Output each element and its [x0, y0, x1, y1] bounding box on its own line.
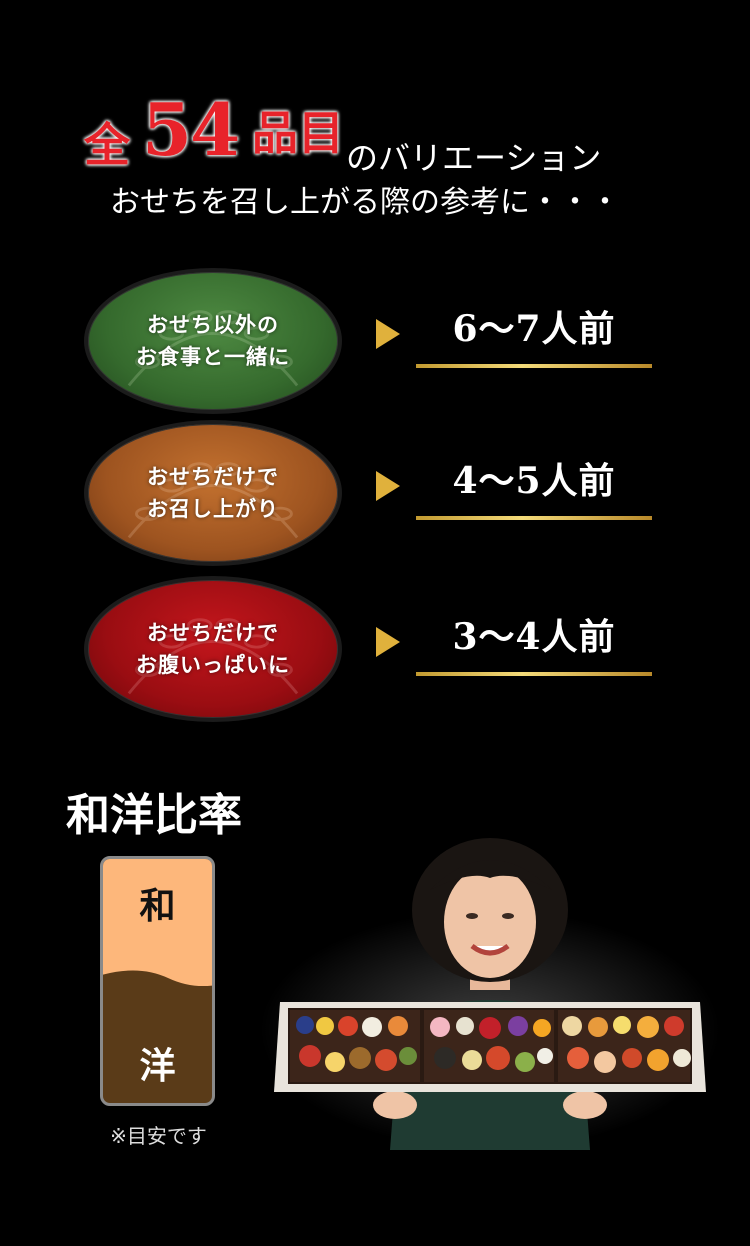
headline-rest: のバリエーション	[346, 139, 602, 177]
serving-oval: おせち以外の お食事と一緒に	[84, 268, 342, 414]
arrow-right-icon	[376, 627, 400, 657]
serving-line2: お召し上がり	[147, 497, 279, 521]
leaf-pattern-icon	[127, 462, 299, 539]
serving-description: おせち以外の お食事と一緒に	[136, 309, 290, 373]
ratio-title: 和洋比率	[66, 790, 242, 841]
serving-line1: おせち以外の	[147, 313, 279, 337]
ratio-wave-divider	[103, 970, 212, 997]
headline-zen: 全	[84, 118, 130, 172]
gold-underline	[416, 672, 652, 676]
serving-oval: おせちだけで お腹いっぱいに	[84, 576, 342, 722]
serving-amount: 4〜5人前	[452, 460, 616, 502]
serving-oval: おせちだけで お召し上がり	[84, 420, 342, 566]
serving-line2: お食事と一緒に	[136, 345, 290, 369]
ratio-wa-fill	[103, 859, 212, 986]
arrow-right-icon	[376, 471, 400, 501]
serving-row-3: おせちだけで お腹いっぱいに 3〜4人前	[0, 576, 750, 726]
serving-line2: お腹いっぱいに	[136, 653, 290, 677]
serving-line1: おせちだけで	[147, 465, 279, 489]
osechi-box	[274, 1002, 706, 1092]
serving-line1: おせちだけで	[147, 621, 279, 645]
arrow-right-icon	[376, 319, 400, 349]
serving-amount: 3〜4人前	[452, 616, 616, 658]
serving-description: おせちだけで お召し上がり	[147, 461, 279, 525]
ratio-note: ※目安です	[110, 1124, 207, 1148]
ratio-label-yo: 洋	[139, 1046, 176, 1087]
ratio-bar: 和 洋	[100, 856, 215, 1106]
product-photo	[260, 838, 720, 1150]
serving-amount: 6〜7人前	[452, 308, 616, 350]
leaf-pattern-icon	[127, 310, 299, 387]
leaf-pattern-icon	[127, 618, 299, 695]
ratio-label-wa: 和	[139, 886, 176, 927]
serving-row-2: おせちだけで お召し上がり 4〜5人前	[0, 420, 750, 570]
gold-underline	[416, 516, 652, 520]
headline-number: 54	[142, 87, 240, 172]
subheadline: おせちを召し上がる際の参考に・・・	[110, 185, 620, 220]
serving-row-1: おせち以外の お食事と一緒に 6〜7人前	[0, 268, 750, 418]
headline-item: 品目	[252, 106, 344, 160]
serving-description: おせちだけで お腹いっぱいに	[136, 617, 290, 681]
gold-underline	[416, 364, 652, 368]
headline: 全 54 品目 のバリエーション	[84, 88, 684, 188]
